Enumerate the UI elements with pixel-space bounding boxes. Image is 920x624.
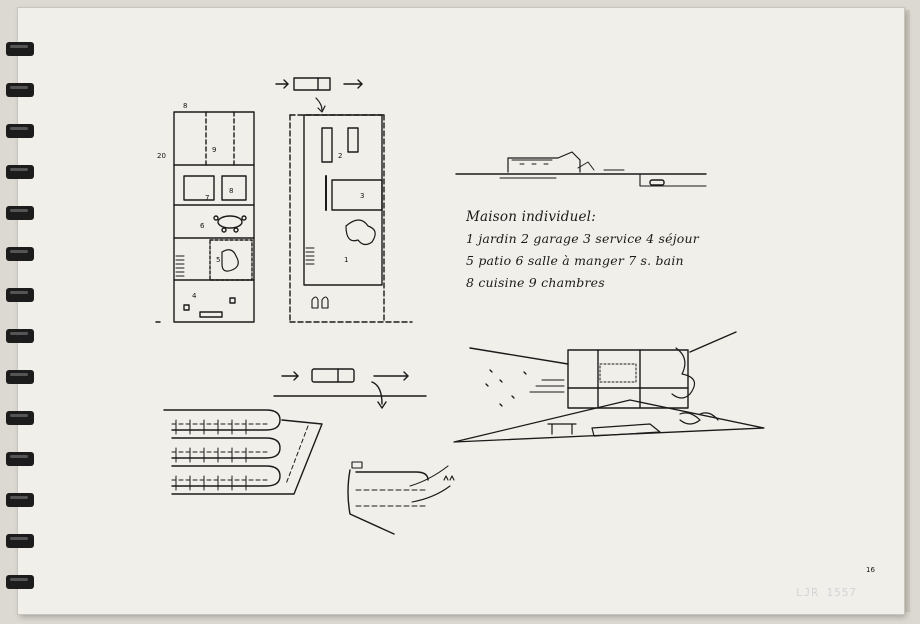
site-section-sketch	[455, 151, 707, 187]
traffic-diagram	[273, 368, 427, 409]
legend-line: 8 cuisine 9 chambres	[466, 275, 605, 290]
plan-a-label: 9	[212, 146, 216, 154]
legend-title: Maison individuel:	[466, 209, 596, 225]
floor-plan-b	[275, 77, 413, 323]
binding-ring	[6, 493, 34, 507]
binding-ring	[6, 329, 34, 343]
page-stack-edge	[902, 10, 910, 612]
binding-ring	[6, 575, 34, 589]
plan-b-label: 2	[338, 152, 342, 160]
binding-ring	[6, 288, 34, 302]
binding-ring	[6, 165, 34, 179]
binding-ring	[6, 411, 34, 425]
sketchbook-page	[18, 8, 904, 614]
site-plan-rows	[163, 409, 323, 495]
plan-a-label: 6	[200, 222, 205, 230]
binding-ring	[6, 370, 34, 384]
legend-line: 5 patio 6 salle à manger 7 s. bain	[466, 253, 684, 268]
perspective-sketch	[453, 331, 765, 443]
plan-b-label: 3	[360, 192, 364, 200]
page-number: 16	[866, 566, 875, 574]
plan-a-label: 4	[192, 292, 197, 300]
binding-ring	[6, 206, 34, 220]
plan-number-labels: 8 20 9 7 8 6 5 4 2 3 1	[157, 102, 364, 300]
plan-a-label: 8	[183, 102, 187, 110]
handwritten-legend: Maison individuel: 1 jardin 2 garage 3 s…	[466, 206, 726, 294]
floor-plan-a	[155, 111, 255, 323]
binding-ring	[6, 534, 34, 548]
binding-ring	[6, 83, 34, 97]
access-road-sketch	[347, 461, 455, 535]
archive-stamp: LJR 1557	[796, 586, 857, 599]
plan-a-label: 20	[157, 152, 166, 160]
binding-ring	[6, 452, 34, 466]
plan-a-label: 7	[205, 194, 209, 202]
plan-b-label: 1	[344, 256, 348, 264]
binding-ring	[6, 247, 34, 261]
plan-a-label: 8	[229, 187, 233, 195]
spiral-binding	[0, 0, 40, 624]
binding-ring	[6, 42, 34, 56]
binding-ring	[6, 124, 34, 138]
plan-a-label: 5	[216, 256, 220, 264]
legend-line: 1 jardin 2 garage 3 service 4 séjour	[466, 231, 699, 246]
